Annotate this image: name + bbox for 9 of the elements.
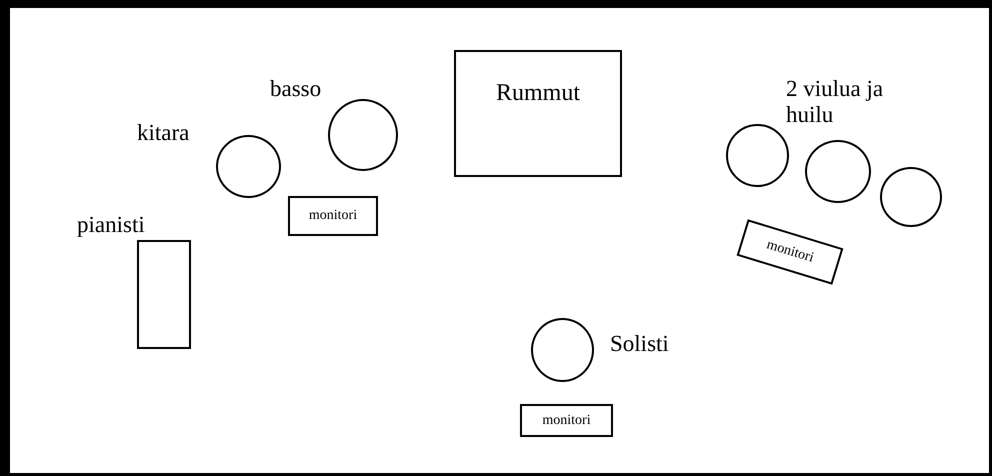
monitor-box: monitori [520, 404, 613, 437]
drum-riser-box: Rummut [454, 50, 622, 177]
monitor-box: monitori [736, 219, 844, 285]
performer-label: pianisti [77, 212, 146, 238]
instrument-label: basso [270, 76, 322, 102]
instrument-label: kitara [137, 120, 190, 146]
performer-label: Solisti [610, 331, 670, 357]
monitor-box: monitori [288, 196, 378, 236]
instrument-label: 2 viulua ja huilu [786, 76, 884, 128]
